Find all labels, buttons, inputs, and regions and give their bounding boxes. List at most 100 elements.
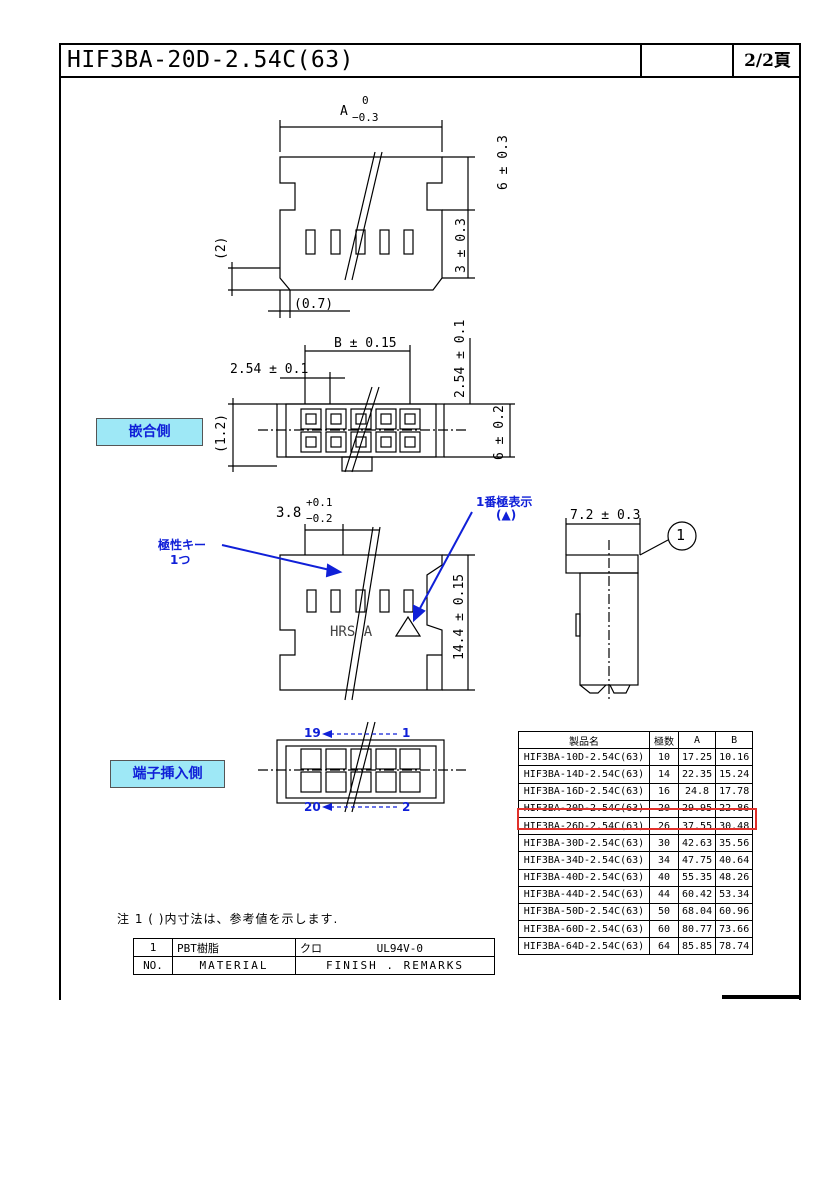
col-b: B bbox=[715, 730, 754, 750]
dim-a-tol-upper: 0 bbox=[362, 94, 369, 107]
col-a: A bbox=[677, 730, 717, 750]
cell-b: 78.74 bbox=[715, 937, 754, 956]
cell-a: 68.04 bbox=[677, 902, 717, 922]
cell-name: HIF3BA-10D-2.54C(63) bbox=[518, 748, 650, 767]
dim-2-ref: (2) bbox=[214, 236, 229, 260]
cell-b: 17.78 bbox=[715, 782, 754, 801]
cell-a: 47.75 bbox=[677, 851, 717, 870]
balloon-number: 1 bbox=[676, 526, 686, 544]
note-1: 注 1 ( )内寸法は、参考値を示します. bbox=[117, 912, 339, 926]
polar-key-label: 極性キー bbox=[158, 538, 207, 552]
remarks: UL94V-0 bbox=[376, 941, 423, 955]
item-number: 1 bbox=[133, 938, 173, 957]
cell-b: 10.16 bbox=[715, 748, 754, 767]
pin-19-label: 19 bbox=[304, 726, 321, 740]
dim-38-upper: +0.1 bbox=[306, 496, 333, 509]
cell-pins: 10 bbox=[649, 748, 679, 767]
header-no: NO. bbox=[133, 956, 173, 975]
cell-a: 37.55 bbox=[677, 816, 717, 836]
key-view-outline bbox=[279, 554, 443, 691]
cell-pins: 50 bbox=[649, 902, 679, 922]
cell-b: 30.48 bbox=[715, 816, 754, 836]
header-finish-remarks: FINISH . REMARKS bbox=[295, 956, 495, 975]
material-table: 1 PBT樹脂 クロ UL94V-0 NO. MATERIAL FINISH .… bbox=[133, 938, 495, 975]
cell-pins: 34 bbox=[649, 851, 679, 870]
dim-pitch-vertical: 2.54 ± 0.1 bbox=[453, 319, 468, 398]
material-header-row: NO. MATERIAL FINISH . REMARKS bbox=[133, 956, 495, 975]
cell-name: HIF3BA-64D-2.54C(63) bbox=[518, 937, 650, 956]
cell-pins: 40 bbox=[649, 868, 679, 887]
highlighted-row-frame bbox=[517, 808, 757, 830]
dim-144: 14.4 ± 0.15 bbox=[452, 573, 467, 660]
dim-b: B ± 0.15 bbox=[334, 336, 397, 351]
pin1-mark-label: 1番極表示 bbox=[476, 495, 533, 509]
cell-b: 73.66 bbox=[715, 920, 754, 939]
body-marking: HRS A bbox=[330, 624, 373, 640]
cell-pins: 44 bbox=[649, 885, 679, 904]
cell-pins: 30 bbox=[649, 834, 679, 853]
cell-pins: 14 bbox=[649, 765, 679, 784]
pin-2-label: 2 bbox=[402, 800, 411, 814]
part-number-title: HIF3BA-20D-2.54C(63) bbox=[67, 47, 354, 73]
dim-6: 6 ± 0.3 bbox=[496, 135, 511, 190]
pin-1-label: 1 bbox=[402, 726, 411, 740]
pin-20-label: 20 bbox=[304, 800, 321, 814]
drawing-sheet: HIF3BA-20D-2.54C(63) 2/2頁 bbox=[59, 43, 801, 1000]
title-empty-cell bbox=[640, 45, 732, 76]
insertion-side-tag: 端子挿入側 bbox=[110, 760, 225, 788]
cell-name: HIF3BA-60D-2.54C(63) bbox=[518, 920, 650, 939]
cell-pins: 64 bbox=[649, 937, 679, 956]
cell-name: HIF3BA-14D-2.54C(63) bbox=[518, 765, 650, 784]
cell-a: 60.42 bbox=[677, 885, 717, 904]
material-row: 1 PBT樹脂 クロ UL94V-0 bbox=[133, 938, 495, 957]
cell-pins: 60 bbox=[649, 920, 679, 939]
dim-38-lower: −0.2 bbox=[306, 512, 333, 525]
dim-a-tol-lower: −0.3 bbox=[352, 111, 379, 124]
title-block: HIF3BA-20D-2.54C(63) 2/2頁 bbox=[61, 45, 799, 78]
cell-a: 17.25 bbox=[677, 748, 717, 767]
dim-pitch: 2.54 ± 0.1 bbox=[230, 362, 309, 377]
mating-side-tag: 嵌合側 bbox=[96, 418, 203, 446]
cell-name: HIF3BA-30D-2.54C(63) bbox=[518, 834, 650, 853]
cell-a: 55.35 bbox=[677, 868, 717, 887]
cell-b: 48.26 bbox=[715, 868, 754, 887]
cell-b: 35.56 bbox=[715, 834, 754, 853]
cell-a: 42.63 bbox=[677, 834, 717, 853]
dim-72: 7.2 ± 0.3 bbox=[570, 508, 641, 523]
cell-a: 85.85 bbox=[677, 937, 717, 956]
cell-name: HIF3BA-16D-2.54C(63) bbox=[518, 782, 650, 801]
dim-6-02: 6 ± 0.2 bbox=[492, 405, 507, 460]
finish-remarks-cell: クロ UL94V-0 bbox=[295, 938, 495, 957]
top-view-outline bbox=[279, 156, 443, 291]
pin1-mark-symbol: (▲) bbox=[496, 508, 517, 522]
cell-name: HIF3BA-40D-2.54C(63) bbox=[518, 868, 650, 887]
mating-cavities bbox=[300, 408, 421, 453]
dim-38: 3.8 bbox=[276, 505, 302, 521]
page-number: 2/2頁 bbox=[732, 45, 801, 76]
dim-a-label: A bbox=[340, 104, 348, 119]
bottom-rule bbox=[722, 995, 799, 999]
dim-07-ref: (0.7) bbox=[294, 297, 334, 312]
cell-b: 53.34 bbox=[715, 885, 754, 904]
cell-name: HIF3BA-50D-2.54C(63) bbox=[518, 902, 650, 922]
product-table-header: 製品名 極数 A B bbox=[518, 730, 754, 750]
cell-name: HIF3BA-44D-2.54C(63) bbox=[518, 885, 650, 904]
cell-b: 60.96 bbox=[715, 902, 754, 922]
cell-b: 15.24 bbox=[715, 765, 754, 784]
cell-name: HIF3BA-34D-2.54C(63) bbox=[518, 851, 650, 870]
finish: クロ bbox=[300, 941, 322, 955]
cell-a: 22.35 bbox=[677, 765, 717, 784]
cell-b: 40.64 bbox=[715, 851, 754, 870]
